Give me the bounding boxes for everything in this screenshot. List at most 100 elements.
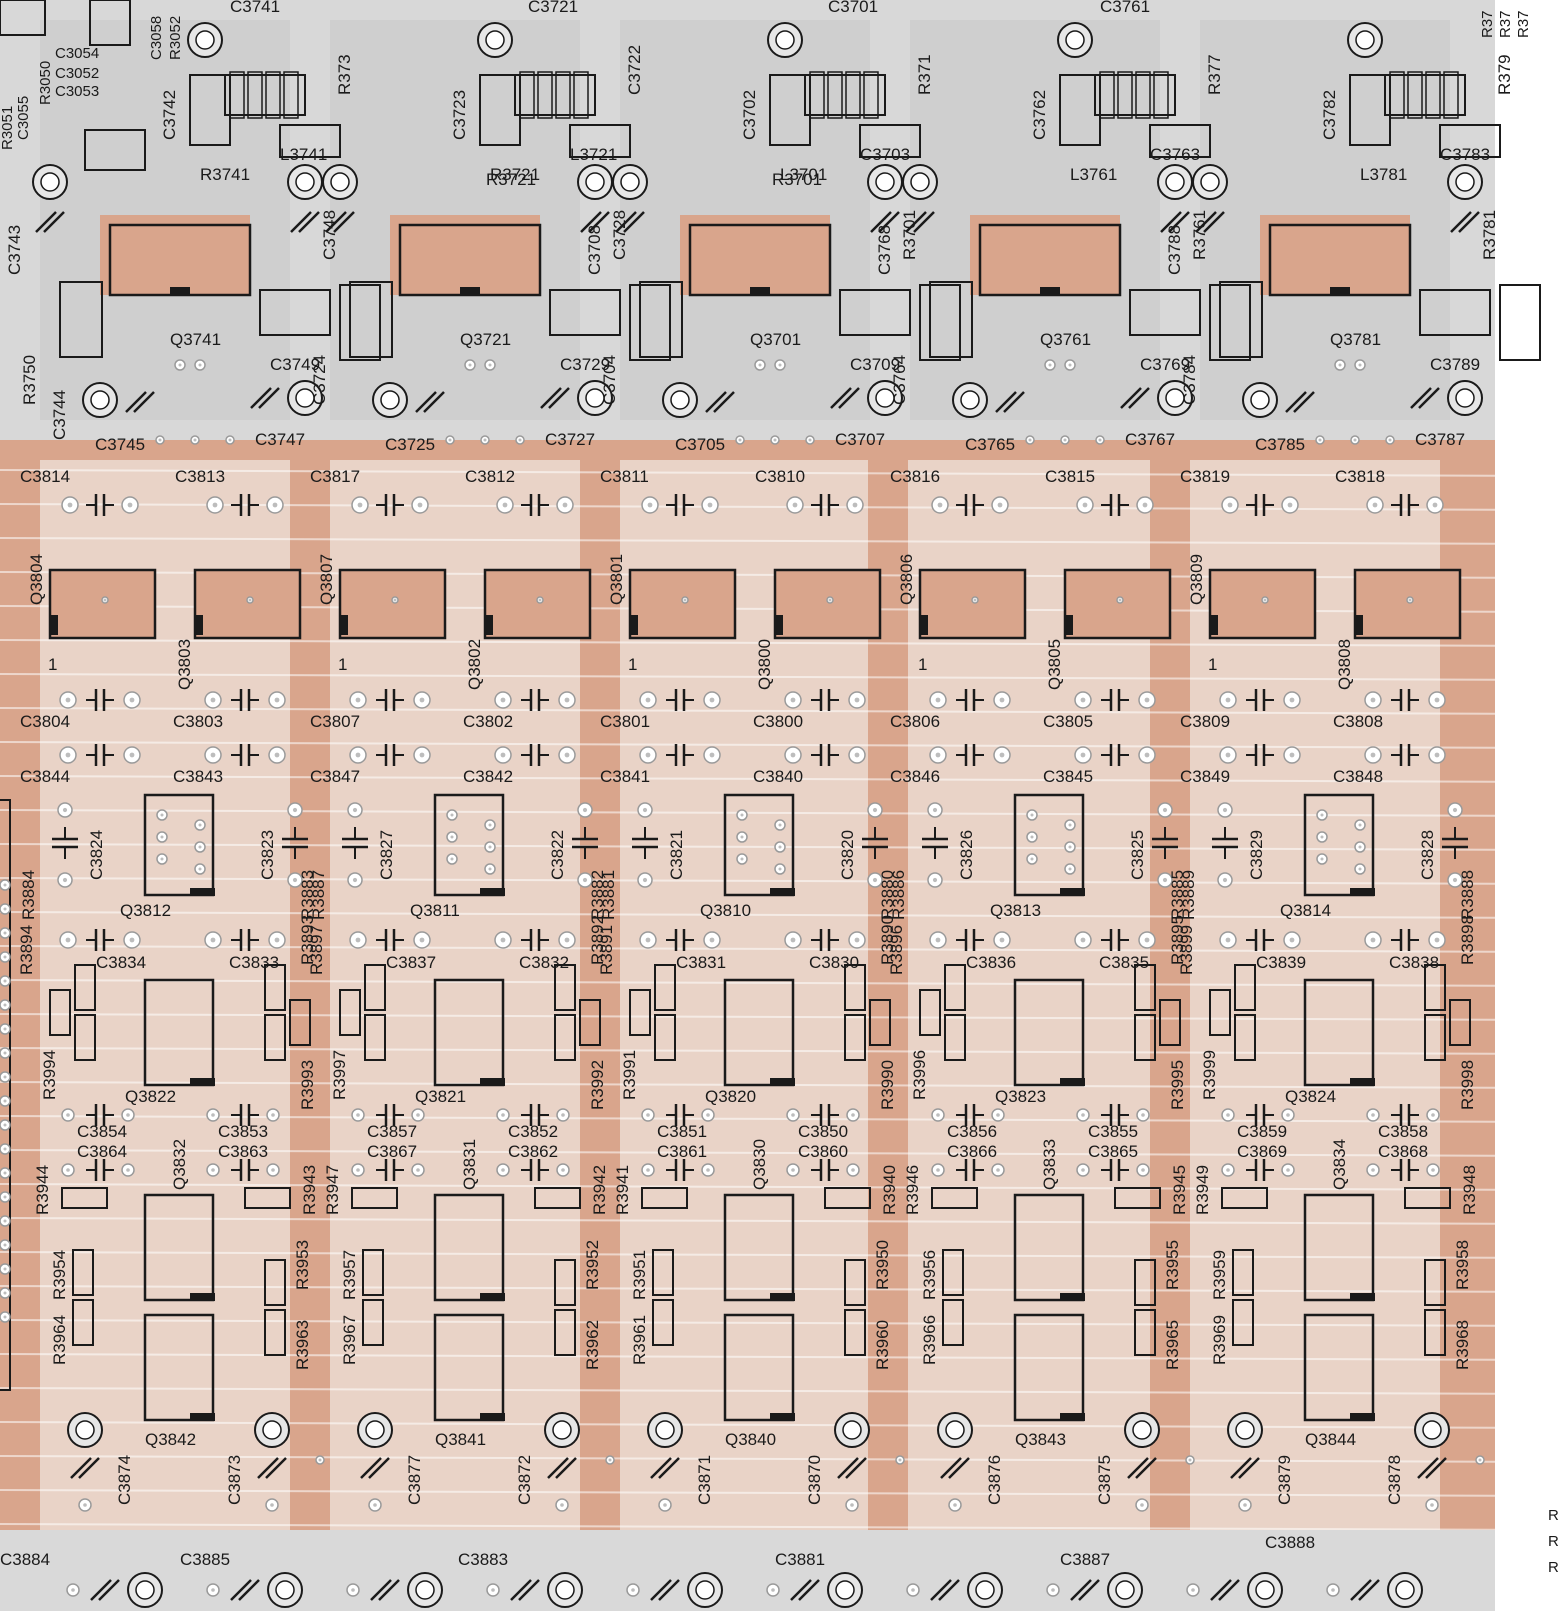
zener-stroke <box>830 387 852 409</box>
component-label: C3831 <box>676 953 726 972</box>
pad-hole <box>1286 1168 1290 1172</box>
component-label: R3953 <box>293 1240 312 1290</box>
component-label: C3829 <box>1247 830 1266 880</box>
bottom-ring-inner <box>945 1420 965 1440</box>
component-label: L3701 <box>780 165 827 184</box>
trace-line <box>0 1353 1560 1361</box>
pad-hole <box>66 1113 70 1117</box>
pad-hole <box>416 1168 420 1172</box>
top-ring-top-inner <box>195 30 215 50</box>
component-label: C3871 <box>695 1455 714 1505</box>
pad-hole <box>1431 1168 1435 1172</box>
zener-stroke <box>125 391 147 413</box>
pad-hole <box>500 697 506 703</box>
zener-stroke <box>1003 391 1025 413</box>
bottom-row-zener-stroke <box>938 1579 960 1601</box>
component-label: R3721 <box>486 170 536 189</box>
pad-hole <box>272 502 278 508</box>
pad-hole <box>65 752 71 758</box>
component-label: C3761 <box>1100 0 1150 16</box>
top-ring-top-inner <box>1065 30 1085 50</box>
top-ring-top-inner <box>1355 30 1375 50</box>
component-label: R3968 <box>1453 1320 1472 1370</box>
pad-hole <box>416 1113 420 1117</box>
component-label: C3828 <box>1418 830 1437 880</box>
component-label: R3956 <box>920 1250 939 1300</box>
pad-hole <box>198 867 202 871</box>
pad-hole <box>448 438 452 442</box>
component-label: R3893 <box>298 915 317 965</box>
pad-hole <box>1320 835 1324 839</box>
zener-stroke <box>1120 387 1142 409</box>
q-pair-fill <box>50 570 155 638</box>
capacitor-box <box>479 74 521 146</box>
trace-line <box>0 809 1560 817</box>
component-label: R3940 <box>880 1165 899 1215</box>
final-q-lower <box>1013 1313 1085 1422</box>
q-pair-outline <box>628 568 737 640</box>
pad-hole <box>62 877 68 883</box>
component-label: R3964 <box>50 1315 69 1365</box>
component-label: C3784 <box>1180 355 1199 405</box>
driver-ic-tab <box>1060 888 1085 896</box>
component-label: Q3824 <box>1285 1087 1336 1106</box>
component-label: Q3811 <box>410 901 460 920</box>
pad-hole <box>1141 1113 1145 1117</box>
pad-hole <box>1080 937 1086 943</box>
component-label: C3052 <box>55 65 99 82</box>
pad-hole <box>1372 502 1378 508</box>
trace-line <box>0 979 1560 987</box>
edge-connector <box>0 799 11 1391</box>
bottom-ring-inner <box>365 1420 385 1440</box>
pad-hole <box>129 937 135 943</box>
pad-hole <box>198 363 202 367</box>
pad-hole <box>1030 813 1034 817</box>
right-margin <box>1495 0 1560 1611</box>
component-label: R379 <box>1495 54 1514 95</box>
component-label: C3870 <box>805 1455 824 1505</box>
pad-hole <box>561 1168 565 1172</box>
resistor-element <box>283 71 299 119</box>
component-label: C3835 <box>1099 953 1149 972</box>
final-q-tab <box>1060 1293 1085 1301</box>
component-label: C3885 <box>180 1550 230 1569</box>
component-label: R3750 <box>20 355 39 405</box>
pad-hole <box>1227 502 1233 508</box>
pad-hole <box>1144 937 1150 943</box>
bottom-row-ring-inner <box>835 1580 855 1600</box>
top-ring-right-inner <box>1165 172 1185 192</box>
component-label: R3961 <box>630 1315 649 1365</box>
pad-hole <box>501 1168 505 1172</box>
component-label: C3053 <box>55 83 99 100</box>
pad-hole <box>1370 697 1376 703</box>
resistor <box>1232 1249 1254 1296</box>
component-label: C3842 <box>463 767 513 786</box>
component-label: C3877 <box>405 1455 424 1505</box>
bottom-ring-inner <box>1235 1420 1255 1440</box>
component-label: R3993 <box>298 1060 317 1110</box>
component-label: R3945 <box>1170 1165 1189 1215</box>
pad-hole <box>1353 438 1357 442</box>
component-label: Q3802 <box>465 639 484 690</box>
row-ring-left-inner <box>1250 390 1270 410</box>
row-ring-right-inner <box>1455 388 1475 408</box>
pad-hole <box>3 1219 7 1223</box>
pad-hole <box>1118 598 1122 602</box>
driver-ic <box>433 793 505 897</box>
pad-hole <box>1142 502 1148 508</box>
cap-box <box>339 284 381 361</box>
component-label: 1 <box>338 655 347 674</box>
component-label: C3869 <box>1237 1142 1287 1161</box>
resistor <box>654 1014 676 1061</box>
component-label: Q3842 <box>145 1430 196 1449</box>
bottom-zener-stroke <box>78 1457 100 1479</box>
component-label: C3806 <box>890 712 940 731</box>
component-label: R3952 <box>583 1240 602 1290</box>
component-label: R3997 <box>330 1050 349 1100</box>
component-label: C3800 <box>753 712 803 731</box>
pad-hole <box>3 931 7 935</box>
pad-hole <box>274 937 280 943</box>
bottom-zener-stroke <box>940 1457 962 1479</box>
pad-hole <box>210 752 216 758</box>
q-pair-fill <box>775 570 880 638</box>
